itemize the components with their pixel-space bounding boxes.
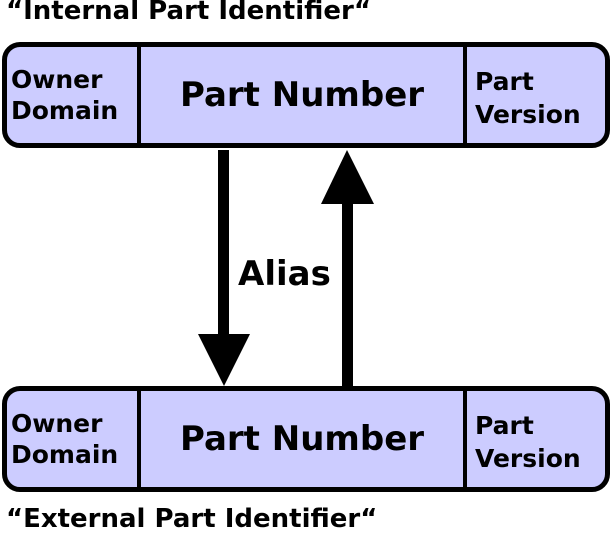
external-owner-domain-line1: Owner bbox=[11, 409, 103, 438]
internal-identifier-box: Owner Domain Part Number Part Version bbox=[2, 42, 610, 148]
external-divider-left bbox=[137, 391, 141, 487]
alias-label: Alias bbox=[238, 254, 331, 294]
internal-divider-right bbox=[463, 47, 467, 143]
external-part-version: Part Version bbox=[467, 391, 605, 487]
internal-identifier-caption: “Internal Part Identifier“ bbox=[6, 0, 371, 26]
internal-part-version: Part Version bbox=[467, 47, 605, 143]
up-arrow bbox=[321, 150, 374, 386]
internal-owner-domain-line2: Domain bbox=[11, 96, 119, 125]
external-owner-domain-line2: Domain bbox=[11, 440, 119, 469]
external-divider-right bbox=[463, 391, 467, 487]
external-part-number: Part Number bbox=[179, 419, 425, 459]
external-part-version-line2: Version bbox=[475, 444, 581, 473]
external-identifier-box: Owner Domain Part Number Part Version bbox=[2, 386, 610, 492]
external-owner-domain: Owner Domain bbox=[7, 391, 138, 487]
internal-part-number: Part Number bbox=[179, 75, 425, 115]
internal-owner-domain-line1: Owner bbox=[11, 65, 103, 94]
down-arrow bbox=[198, 150, 250, 386]
internal-part-version-line1: Part bbox=[475, 67, 534, 96]
internal-part-version-line2: Version bbox=[475, 100, 581, 129]
internal-owner-domain: Owner Domain bbox=[7, 47, 138, 143]
internal-divider-left bbox=[137, 47, 141, 143]
external-identifier-caption: “External Part Identifier“ bbox=[6, 504, 378, 534]
external-part-version-line1: Part bbox=[475, 411, 534, 440]
